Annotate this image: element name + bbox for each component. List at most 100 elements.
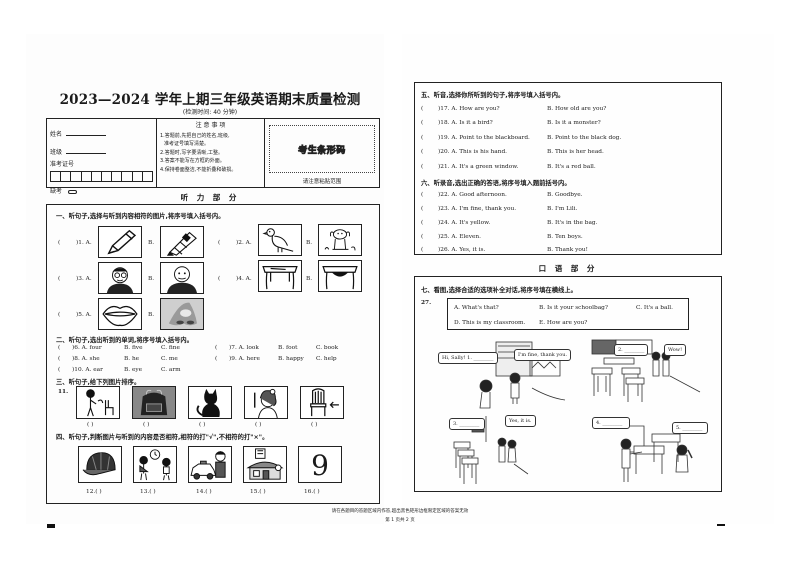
- school-building-icon: [246, 448, 284, 480]
- q13-pic-kids-clock: [133, 446, 177, 483]
- part6-title: 六、听录音,选出正确的答语,将序号填入题前括号内。: [421, 180, 571, 187]
- bubble-5[interactable]: 5. ________: [672, 422, 708, 434]
- answer-bracket: (: [58, 240, 61, 246]
- q15-answer[interactable]: 15.( ): [250, 489, 266, 495]
- q11-blank-2[interactable]: ( ): [143, 422, 150, 428]
- taxi-man-icon: [190, 451, 226, 480]
- name-label: 姓名: [50, 131, 63, 138]
- bird-icon: [262, 228, 294, 253]
- bubble-1-reply: I'm fine, thank you.: [514, 349, 572, 361]
- q7-option-b: B. foot: [278, 345, 298, 351]
- options-box: [447, 298, 689, 330]
- absent-checkbox[interactable]: [67, 189, 77, 194]
- q9-option-a: )9. A. here: [229, 356, 260, 362]
- q24-option-b: B. It's in the bag.: [547, 220, 598, 226]
- listening-box: [46, 204, 380, 504]
- q12-answer[interactable]: 12.( ): [86, 489, 102, 495]
- footer-notice: 请在各题目的答题区域内作答,超出黑色矩形边框限定区域的答案无效: [331, 509, 469, 514]
- q13-answer[interactable]: 13.( ): [140, 489, 156, 495]
- bubble-3[interactable]: 3. ________: [449, 418, 485, 430]
- q4-pic-b-desk-drawer: [318, 260, 362, 292]
- q18-option-a: )18. A. Is it a bird?: [438, 120, 493, 126]
- answer-bracket: (: [421, 206, 424, 212]
- q26-option-b: B. Thank you!: [547, 247, 588, 253]
- bubble-1[interactable]: Hi, Sally! 1. ________: [438, 352, 498, 364]
- q2-pic-b-dog: [318, 224, 362, 256]
- q20-option-a: )20. A. This is his hand.: [438, 149, 508, 155]
- q14-pic-taxi-man: [188, 446, 232, 483]
- note-item: 2.答题时,写字要清晰,工整。: [160, 149, 223, 156]
- q11-blank-1[interactable]: ( ): [87, 422, 94, 428]
- answer-bracket: (: [421, 192, 424, 198]
- pencil-icon: [107, 229, 137, 255]
- q6-option-c: C. fine: [161, 345, 180, 351]
- listening-heading: 听 力 部 分: [180, 193, 240, 202]
- q25-option-b: B. Ten boys.: [547, 234, 583, 240]
- q2-pic-a-bird: [258, 224, 302, 256]
- kids-clock-icon: [139, 449, 171, 481]
- option-b-label: B.: [148, 312, 155, 318]
- option-b-label: B.: [148, 276, 155, 282]
- student-fields: 姓名 班级 准考证号 缺考: [47, 119, 157, 195]
- q6-option-a: )6. A. four: [72, 345, 102, 351]
- q11-blank-5[interactable]: ( ): [311, 422, 318, 428]
- q19-option-b: B. Point to the black dog.: [547, 135, 622, 141]
- q11-pic-chair-arrow: [300, 386, 344, 419]
- scene-ball: [620, 425, 693, 482]
- part2-title: 二、听句子,选出听到的单词,将序号填入括号内。: [56, 337, 194, 344]
- q5-pic-a-mouth: [98, 298, 142, 330]
- option-b-label: B.: [306, 240, 313, 246]
- q11-blank-4[interactable]: ( ): [255, 422, 262, 428]
- student-info-box: 姓名 班级 准考证号 缺考 注 意 事 项 1.答题前,先把自己的姓名,班级, …: [46, 118, 380, 195]
- bubble-2[interactable]: 2. ________: [614, 344, 648, 356]
- q11-pic-schoolbag: [132, 386, 176, 419]
- q3-number: )3. A.: [76, 276, 92, 282]
- exam-id-grid[interactable]: [50, 171, 153, 182]
- q12-pic-cap: [78, 446, 122, 483]
- option-c: C. It's a ball.: [636, 305, 673, 311]
- q26-option-a: )26. A. Yes, it is.: [438, 247, 486, 253]
- q27-number: 27.: [421, 300, 432, 306]
- option-b-label: B.: [148, 240, 155, 246]
- class-field[interactable]: [66, 153, 107, 154]
- q11-blank-3[interactable]: ( ): [199, 422, 206, 428]
- q18-option-b: B. Is it a monster?: [547, 120, 601, 126]
- dog-icon: [324, 229, 356, 251]
- notes-title: 注 意 事 项: [195, 122, 226, 129]
- answer-bracket: (: [218, 276, 221, 282]
- exam-id-label: 准考证号: [50, 161, 75, 168]
- answer-bracket: (: [421, 247, 424, 253]
- cat-icon: [196, 388, 220, 418]
- name-field[interactable]: [66, 135, 107, 136]
- option-e: E. How are you?: [539, 320, 588, 326]
- q11-pic-boy-chair: [76, 386, 120, 419]
- q4-pic-a-desk: [258, 260, 302, 292]
- q21-option-b: B. It's a red ball.: [547, 164, 596, 170]
- man-glasses-icon: [106, 267, 134, 293]
- crayon-icon: [166, 231, 197, 256]
- listening-box-2: [414, 82, 722, 255]
- answer-bracket: (: [215, 345, 218, 351]
- bubble-4[interactable]: 4. ________: [592, 417, 630, 429]
- part5-title: 五、听音,选择你所听到的句子,将序号填入括号内。: [421, 92, 565, 99]
- q21-option-a: )21. A. It's a green window.: [438, 164, 519, 170]
- q10-option-c: C. arm: [161, 367, 181, 373]
- mouth-icon: [102, 305, 138, 327]
- q14-answer[interactable]: 14.( ): [196, 489, 212, 495]
- q23-option-a: )23. A. I'm fine, thank you.: [438, 206, 517, 212]
- q24-option-a: )24. A. It's yellow.: [438, 220, 491, 226]
- option-a: A. What's that?: [454, 305, 499, 311]
- q17-option-b: B. How old are you?: [547, 106, 607, 112]
- notes-panel: 注 意 事 项 1.答题前,先把自己的姓名,班级, 准考证号填写清楚。 2.答题…: [157, 119, 265, 187]
- q11-pic-girl-pencil: [244, 386, 288, 419]
- chair-arrow-icon: [310, 388, 339, 417]
- scene-schoolbag: [453, 416, 529, 484]
- q16-pic-number-9: 9: [298, 446, 342, 483]
- q16-answer[interactable]: 16.( ): [304, 489, 320, 495]
- q11-pic-cat: [188, 386, 232, 419]
- q22-option-a: )22. A. Good afternoon.: [438, 192, 507, 198]
- q1-number: )1. A.: [76, 240, 92, 246]
- barcode-area: 考生条形码: [269, 125, 375, 173]
- desk-drawer-icon: [322, 266, 358, 290]
- q9-option-b: B. happy: [278, 356, 304, 362]
